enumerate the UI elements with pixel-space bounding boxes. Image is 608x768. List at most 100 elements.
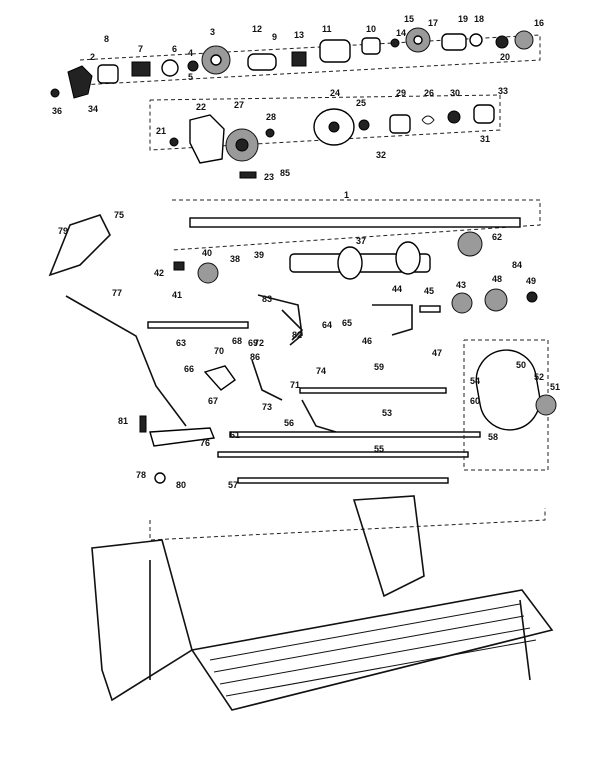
label-83: 83 [262,294,272,304]
label-42: 42 [154,268,164,278]
label-51: 51 [550,382,560,392]
label-23: 23 [264,172,274,182]
label-85: 85 [280,168,290,178]
label-61: 61 [230,430,240,440]
label-41: 41 [172,290,182,300]
part-16-gear [514,30,534,50]
part-81-clip [139,415,147,433]
label-22: 22 [196,102,206,112]
part-14-clip [390,38,400,48]
top-gear-train [50,27,541,99]
label-80: 80 [176,480,186,490]
label-27: 27 [234,100,244,110]
label-7: 7 [138,44,143,54]
label-44: 44 [392,284,402,294]
label-82: 82 [292,330,302,340]
part-42-spring [173,261,185,271]
part-50-belt [475,349,541,431]
label-9: 9 [272,32,277,42]
part-57-rod [237,477,449,484]
part-13-spring [291,51,307,67]
part-60-bellcrank [301,399,337,433]
label-2: 2 [90,52,95,62]
part-34-cam [67,65,93,99]
label-79: 79 [58,226,68,236]
label-50: 50 [516,360,526,370]
label-56: 56 [284,418,294,428]
label-29: 29 [396,88,406,98]
label-1: 1 [344,190,349,200]
label-71: 71 [290,380,300,390]
part-62-gear [457,231,483,257]
label-53: 53 [382,408,392,418]
label-55: 55 [374,444,384,454]
label-73: 73 [262,402,272,412]
label-81: 81 [118,416,128,426]
part-53-rod [229,431,481,438]
label-64: 64 [322,320,332,330]
part-37-worm [289,241,431,280]
left-lever-group [48,214,249,484]
part-25-ring [358,119,370,131]
label-8: 8 [104,34,109,44]
label-67: 67 [208,396,218,406]
main-shaft-assembly [171,199,541,280]
part-44-bracket [372,304,413,336]
part-31-bushing [473,104,495,124]
part-labels: 1 2 3 4 5 6 7 8 9 10 11 12 13 14 15 16 1… [52,14,560,490]
label-3: 3 [210,27,215,37]
part-23-spring [239,171,257,179]
label-13: 13 [294,30,304,40]
label-5: 5 [188,72,193,82]
label-69: 69 [248,338,258,348]
part-26-spring [421,115,435,125]
label-39: 39 [254,250,264,260]
label-63: 63 [176,338,186,348]
label-26: 26 [424,88,434,98]
label-54: 54 [470,376,480,386]
part-71-latch [251,359,283,401]
part-11-sleeve [319,39,351,63]
right-belt-drive [372,288,557,471]
label-47: 47 [432,348,442,358]
label-84: 84 [512,260,522,270]
label-60: 60 [470,396,480,406]
label-36: 36 [52,106,62,116]
part-40-gear [197,262,219,284]
part-20-washer [495,35,509,49]
label-58: 58 [488,432,498,442]
label-66: 66 [184,364,194,374]
label-24: 24 [330,88,340,98]
label-17: 17 [428,18,438,28]
label-30: 30 [450,88,460,98]
label-38: 38 [230,254,240,264]
part-22-plate [189,114,225,164]
part-9-bushing [247,53,277,71]
machine-frame [91,495,554,711]
part-28-washer [265,128,275,138]
part-15-gear [405,27,431,53]
clutch-assembly [149,94,501,179]
label-46: 46 [362,336,372,346]
part-43-gear [451,292,473,314]
label-48: 48 [492,274,502,284]
part-30-nut [447,110,461,124]
part-83-lever [257,294,303,346]
label-57: 57 [228,480,238,490]
part-21-clip [169,137,179,147]
label-65: 65 [342,318,352,328]
part-24-clutch [313,108,355,146]
label-75: 75 [114,210,124,220]
label-34: 34 [88,104,98,114]
label-70: 70 [214,346,224,356]
label-32: 32 [376,150,386,160]
part-46-pin [419,305,441,313]
label-76: 76 [200,438,210,448]
label-19: 19 [458,14,468,24]
part-77-lever [65,295,187,427]
part-1-shaft [189,217,521,228]
part-75-bracket [48,214,111,277]
part-27-drum [225,128,259,162]
label-45: 45 [424,286,434,296]
label-37: 37 [356,236,366,246]
